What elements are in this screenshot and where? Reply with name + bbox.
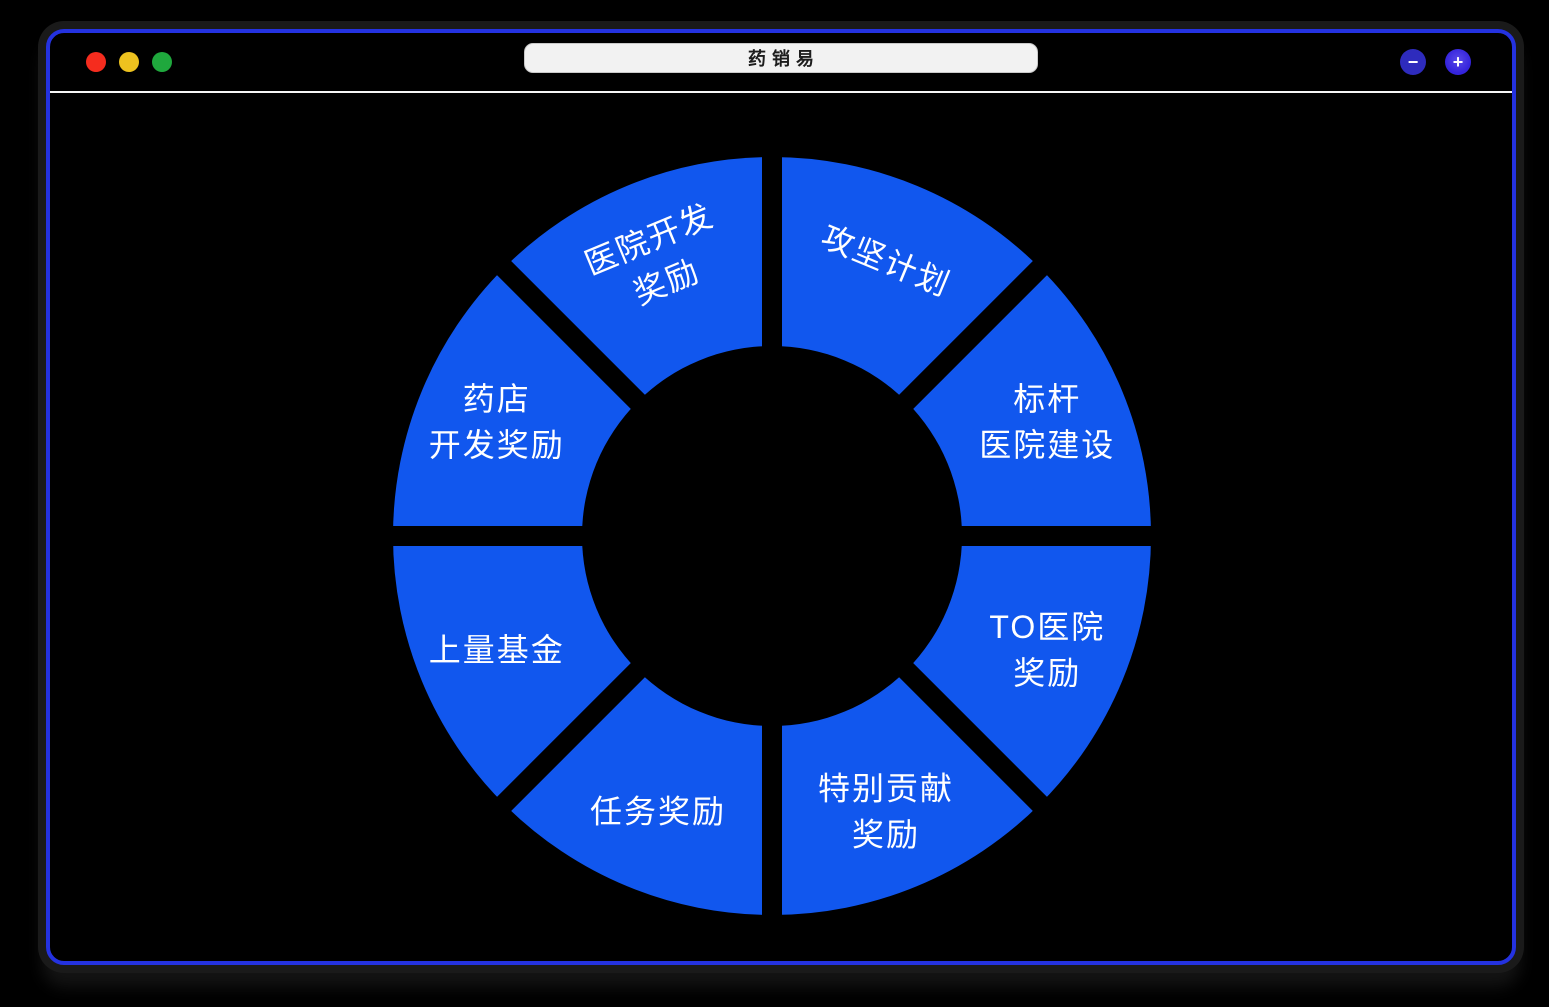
segment-label-3: 特别贡献奖励 <box>818 770 954 852</box>
window-zoom-controls: − + <box>1400 49 1471 75</box>
titlebar-divider <box>50 91 1512 93</box>
window-title: 药销易 <box>748 49 820 69</box>
segment-label-5: 上量基金 <box>429 632 565 668</box>
fullscreen-button[interactable] <box>152 52 172 72</box>
window-titlebar: 药销易 − + <box>50 33 1512 91</box>
minus-icon: − <box>1407 52 1419 72</box>
segment-label-6: 药店开发奖励 <box>429 381 565 463</box>
zoom-in-button[interactable]: + <box>1445 49 1471 75</box>
reward-donut-chart: 攻坚计划标杆医院建设TO医院奖励特别贡献奖励任务奖励上量基金药店开发奖励医院开发… <box>385 149 1159 923</box>
segment-label-4: 任务奖励 <box>590 793 726 829</box>
segment-label-2: TO医院奖励 <box>989 609 1105 691</box>
traffic-light-buttons <box>86 52 172 72</box>
minimize-button[interactable] <box>119 52 139 72</box>
title-address-bar[interactable]: 药销易 <box>524 43 1038 73</box>
plus-icon: + <box>1452 52 1464 72</box>
zoom-out-button[interactable]: − <box>1400 49 1426 75</box>
donut-center-hole <box>582 346 962 726</box>
close-button[interactable] <box>86 52 106 72</box>
segment-label-1: 标杆医院建设 <box>979 381 1115 463</box>
